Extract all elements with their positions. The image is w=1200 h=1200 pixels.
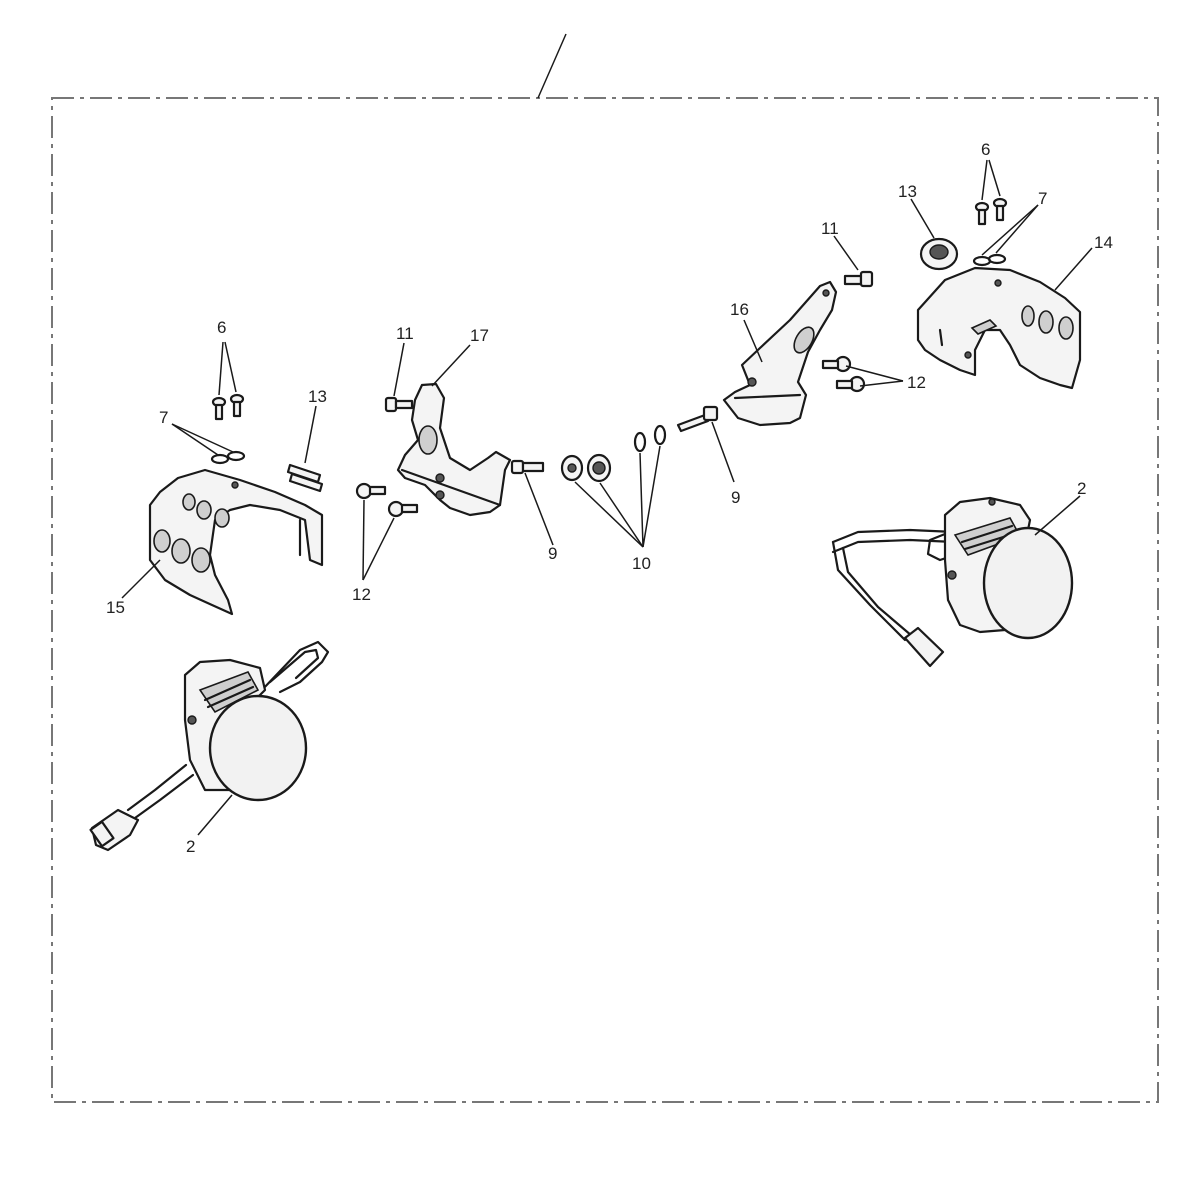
- callout-13-left: 13: [308, 387, 327, 406]
- callout-7-left: 7: [159, 408, 168, 427]
- part-16-right-mounting-bracket: [722, 280, 838, 427]
- callout-10: 10: [632, 554, 651, 573]
- callout-14: 14: [1094, 233, 1113, 252]
- part-10-washers-nut: [560, 424, 667, 483]
- callout-2-left: 2: [186, 837, 195, 856]
- assembly-boundary-frame: [51, 97, 1159, 1103]
- callout-9-left: 9: [548, 544, 557, 563]
- callout-6-right: 6: [981, 140, 990, 159]
- part-15-left-bracket-cover: [148, 468, 324, 616]
- callout-17: 17: [470, 326, 489, 345]
- callout-12-left: 12: [352, 585, 371, 604]
- part-9-right-bolt: [676, 405, 719, 433]
- leader-lines: [121, 159, 1093, 836]
- callout-12-right: 12: [907, 373, 926, 392]
- part-6-left-screws: [211, 393, 245, 421]
- callout-9-right: 9: [731, 488, 740, 507]
- assembly-leader-line: [537, 33, 567, 99]
- part-7-left-washers: [210, 450, 246, 465]
- part-2-right-fog-lamp: [831, 496, 1074, 668]
- part-17-left-mounting-bracket: [396, 382, 512, 517]
- part-2-left-fog-lamp: [89, 640, 330, 852]
- part-13-left-grommet: [286, 463, 324, 493]
- callout-16: 16: [730, 300, 749, 319]
- part-14-right-bracket-cover: [916, 266, 1082, 390]
- part-9-left-stud: [510, 459, 545, 475]
- callout-6-left: 6: [217, 318, 226, 337]
- part-7-right-washers: [972, 253, 1007, 267]
- part-11-right-bolt: [843, 270, 874, 288]
- part-13-right-grommet: [919, 237, 959, 271]
- part-12-left-bolts: [355, 482, 419, 518]
- callout-labels: 6 7 13 11 17 12 15 9 10 9 16 11 12 13 6 …: [106, 140, 1113, 856]
- callout-11-left: 11: [396, 324, 414, 343]
- part-12-right-bolts: [821, 355, 866, 393]
- callout-11-right: 11: [821, 219, 839, 238]
- callout-7-right: 7: [1038, 189, 1047, 208]
- callout-2-right: 2: [1077, 479, 1086, 498]
- part-11-left-bolt: [384, 396, 414, 413]
- callout-13-right: 13: [898, 182, 917, 201]
- part-6-right-screws: [974, 197, 1008, 226]
- callout-15: 15: [106, 598, 125, 617]
